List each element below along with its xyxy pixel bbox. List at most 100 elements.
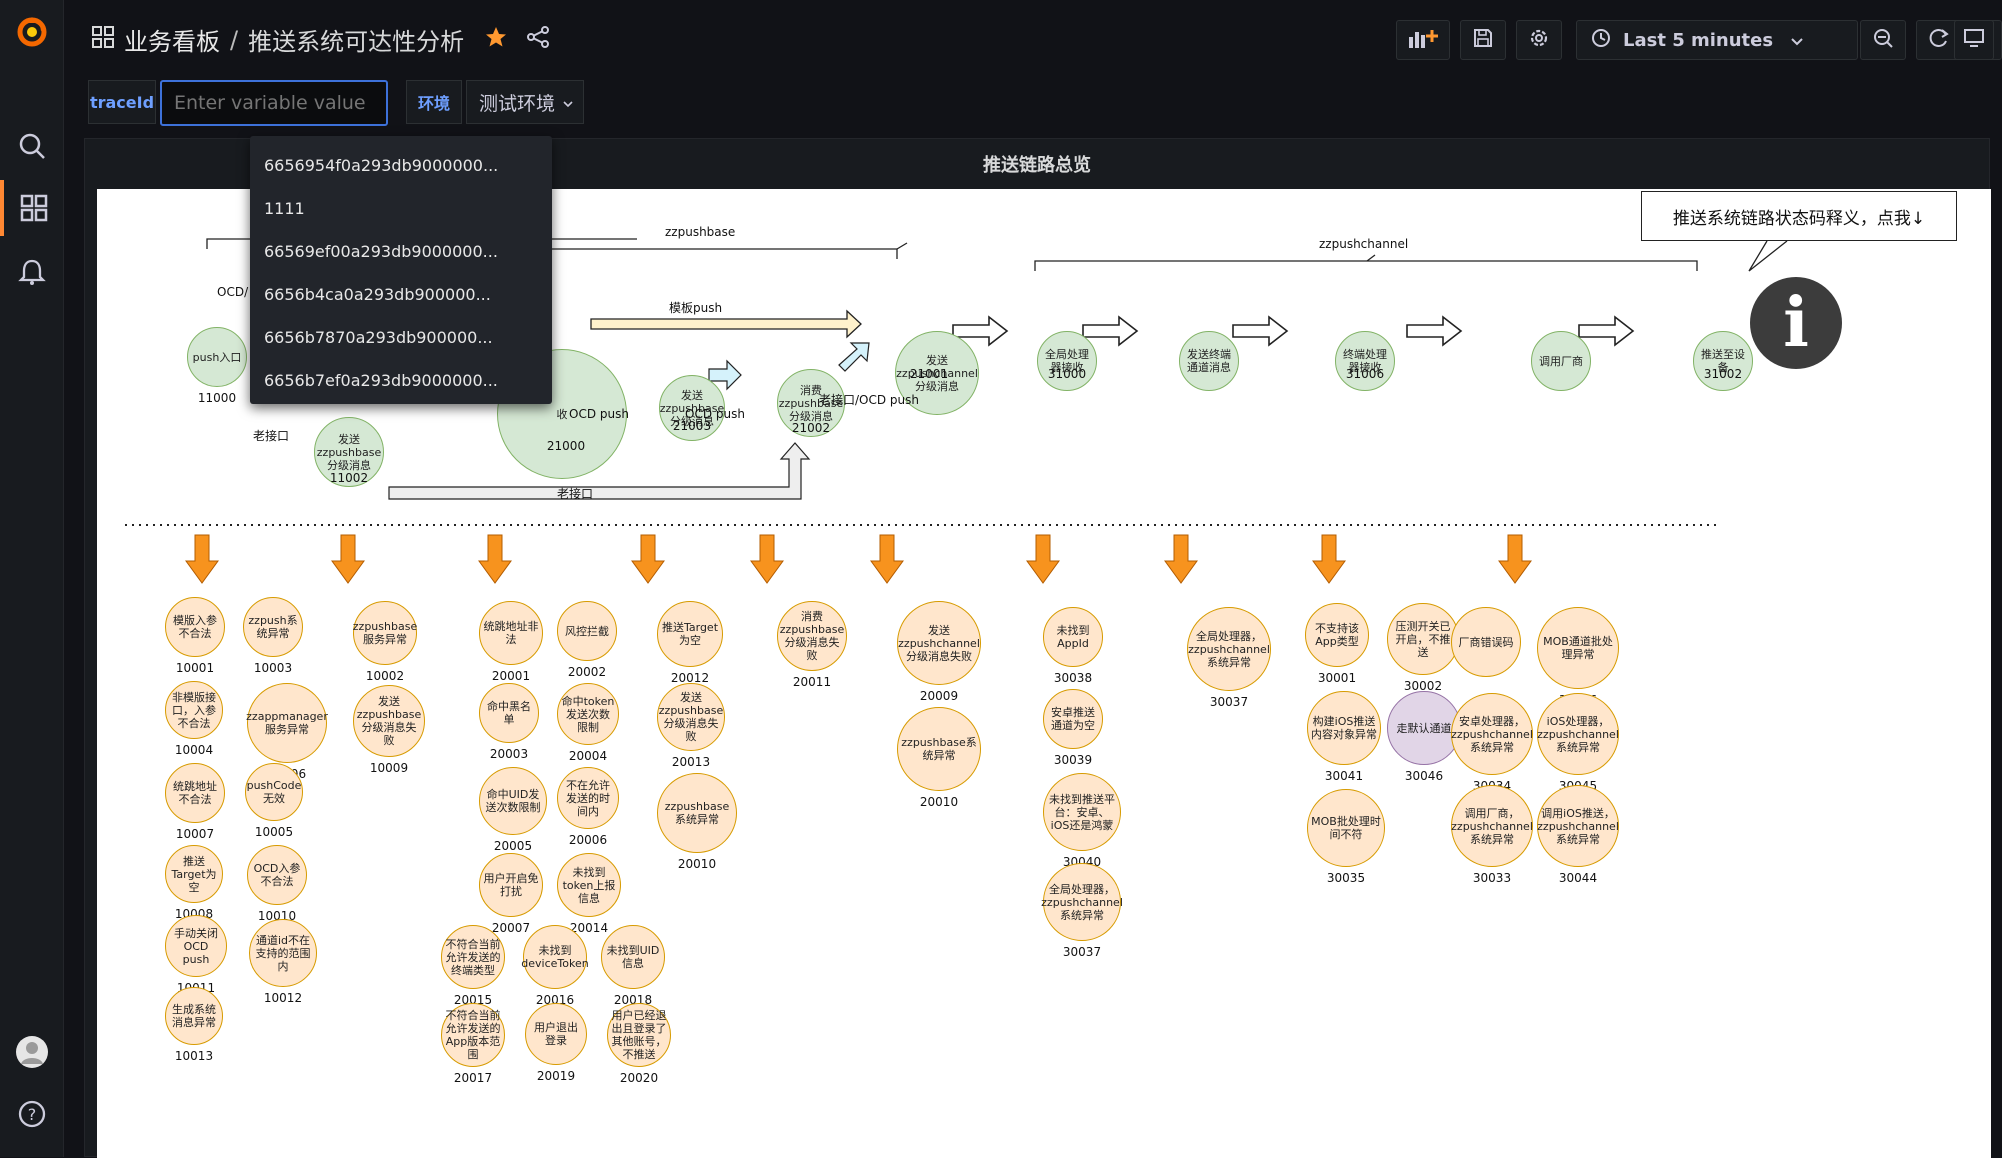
time-picker-button[interactable]: Last 5 minutes xyxy=(1576,20,1858,60)
node-label: 收 xyxy=(556,407,568,421)
dashboard-settings-button[interactable] xyxy=(1516,20,1562,60)
flow-node: 不在允许发送的时间内 xyxy=(557,767,619,829)
flow-node: 调用厂商 xyxy=(1531,331,1591,391)
status-code: 10001 xyxy=(175,661,215,675)
info-icon[interactable]: i xyxy=(1750,277,1842,369)
diagram-label: zzpushbase xyxy=(665,225,736,239)
diagram-label: OCD push xyxy=(685,407,745,421)
node-label: 未找到UID信息 xyxy=(606,944,660,970)
traceid-option[interactable]: 6656b4ca0a293db900000... xyxy=(264,285,491,304)
status-code: 10002 xyxy=(365,669,405,683)
search-icon[interactable] xyxy=(0,118,64,174)
save-dashboard-button[interactable] xyxy=(1460,20,1506,60)
flow-node: 压测开关已开启，不推送 xyxy=(1387,603,1459,675)
status-code: 31002 xyxy=(1703,367,1743,381)
flow-node: 命中UID发送次数限制 xyxy=(479,767,547,835)
status-code: 20014 xyxy=(569,921,609,935)
alerting-bell-icon[interactable] xyxy=(0,244,64,300)
node-label: MOB通道批处理异常 xyxy=(1543,635,1613,661)
node-label: 消费zzpushbase分级消息 xyxy=(778,383,844,423)
node-label: iOS处理器，zzpushchannel系统异常 xyxy=(1537,714,1619,754)
status-code: 20020 xyxy=(619,1071,659,1085)
help-icon[interactable]: ? xyxy=(0,1086,64,1142)
error-down-arrow xyxy=(1498,534,1532,584)
flow-node: 厂商错误码 xyxy=(1451,607,1521,677)
user-avatar[interactable] xyxy=(0,1024,64,1080)
share-icon[interactable] xyxy=(526,25,550,55)
node-label: MOB批处理时间不符 xyxy=(1311,815,1381,841)
node-label: push入口 xyxy=(192,350,242,364)
status-code: 10004 xyxy=(174,743,214,757)
panel-title[interactable]: 推送链路总览 xyxy=(983,155,1091,176)
traceid-option[interactable]: 6656b7870a293db900000... xyxy=(264,328,493,347)
diagram-label: zzpushchannel xyxy=(1319,237,1409,251)
dashboard-title[interactable]: 推送系统可达性分析 xyxy=(248,28,465,56)
flow-node: 推送Target为空 xyxy=(657,601,723,667)
node-label: zzpushbase系统异常 xyxy=(664,800,730,826)
refresh-icon xyxy=(1928,27,1950,53)
grafana-logo-icon[interactable] xyxy=(0,4,64,60)
node-label: 全局处理器，zzpushchannel系统异常 xyxy=(1041,882,1123,922)
node-label: 未找到deviceToken xyxy=(521,944,589,970)
flow-node: 统跳地址非法 xyxy=(479,601,543,665)
tv-mode-button[interactable] xyxy=(1954,20,1994,60)
status-code: 21003 xyxy=(672,419,712,433)
traceid-option[interactable]: 66569ef00a293db9000000... xyxy=(264,242,498,261)
diagram-label: OCD/ xyxy=(217,285,249,299)
status-code: 21000 xyxy=(546,439,586,453)
node-label: 发送zzpushbase分级消息 xyxy=(316,432,382,472)
flow-node: 全局处理器，zzpushchannel系统异常 xyxy=(1187,607,1271,691)
node-label: 安卓推送通道为空 xyxy=(1051,706,1095,732)
env-select[interactable]: 测试环境 xyxy=(466,80,584,124)
status-code: 20009 xyxy=(919,689,959,703)
flow-node: 消费zzpushbase分级消息 xyxy=(777,369,845,437)
flow-node: 发送zzpushbase分级消息 xyxy=(659,375,725,441)
node-label: 发送zzpushbase分级消息 xyxy=(659,388,725,428)
node-label: 调用厂商 xyxy=(1539,354,1583,368)
flow-node: 命中黑名单 xyxy=(479,683,539,743)
flow-node: OCD入参不合法 xyxy=(247,845,307,905)
traceid-option[interactable]: 1111 xyxy=(264,199,305,218)
error-down-arrow xyxy=(185,534,219,584)
status-code: 20013 xyxy=(671,755,711,769)
node-label: pushCode无效 xyxy=(246,779,302,805)
node-label: 未找到推送平台：安卓、iOS还是鸿蒙 xyxy=(1049,792,1115,832)
status-code: 30001 xyxy=(1317,671,1357,685)
node-label: 手动关闭OCD push xyxy=(174,926,218,966)
error-down-arrow xyxy=(870,534,904,584)
flow-node: zzpushbase服务异常 xyxy=(353,601,417,665)
error-arrows xyxy=(185,534,1532,584)
node-label: 不在允许发送的时间内 xyxy=(566,778,610,818)
node-label: 未找到AppId xyxy=(1056,624,1090,650)
status-code: 30033 xyxy=(1472,871,1512,885)
add-panel-button[interactable] xyxy=(1396,20,1450,60)
star-icon[interactable] xyxy=(484,25,508,55)
status-code: 11000 xyxy=(197,391,237,405)
node-label: OCD入参不合法 xyxy=(253,862,301,888)
status-code: 20005 xyxy=(493,839,533,853)
traceid-option[interactable]: 6656b7ef0a293db9000000... xyxy=(264,371,498,390)
status-code: 10009 xyxy=(369,761,409,775)
diagram-label: 老接口 xyxy=(253,429,290,443)
chevron-down-icon xyxy=(1791,31,1803,50)
status-code: 30037 xyxy=(1062,945,1102,959)
zoom-out-button[interactable] xyxy=(1860,20,1906,60)
status-code: 30039 xyxy=(1053,753,1093,767)
flow-node: 调用iOS推送，zzpushchannel系统异常 xyxy=(1537,785,1619,867)
status-code-callout[interactable]: 推送系统链路状态码释义，点我↓ xyxy=(1641,191,1957,241)
dashboard-grid-icon xyxy=(92,25,114,54)
zoom-out-icon xyxy=(1872,27,1894,53)
status-code: 31000 xyxy=(1047,367,1087,381)
node-label: 用户已经退出且登录了其他账号，不推送 xyxy=(611,1009,667,1061)
status-code: 20010 xyxy=(677,857,717,871)
status-code: 11002 xyxy=(329,471,369,485)
breadcrumb-folder[interactable]: 业务看板 xyxy=(124,28,220,56)
flow-node: 风控拦截 xyxy=(557,601,617,661)
status-code: 30044 xyxy=(1558,871,1598,885)
traceid-option[interactable]: 6656954f0a293db9000000... xyxy=(264,156,499,175)
traceid-input[interactable] xyxy=(160,80,388,126)
node-label: 压测开关已开启，不推送 xyxy=(1395,619,1451,659)
breadcrumb-separator: / xyxy=(230,25,239,54)
flow-node: 未找到AppId xyxy=(1043,607,1103,667)
dashboards-icon[interactable] xyxy=(0,180,64,236)
